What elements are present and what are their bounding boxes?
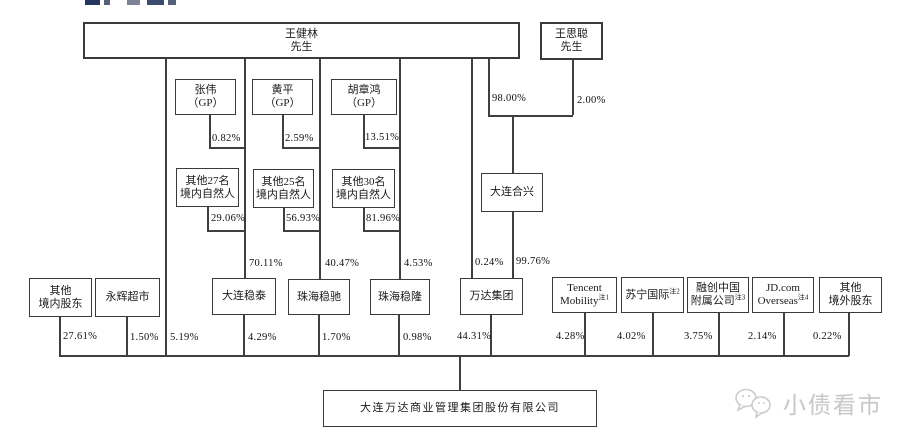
node-wang-sicong: 王思聪 先生 <box>540 22 603 60</box>
edge-lp27 <box>207 207 209 231</box>
edge-zhangwei <box>209 115 211 148</box>
node-dalian-hexing: 大连合兴 <box>481 173 543 212</box>
clipped-heading-fragment <box>104 0 110 5</box>
pct-wjl-hexing: 98.00% <box>492 93 527 104</box>
node-yonghui-superstores: 永辉超市 <box>95 278 160 317</box>
pct-wentai: 4.29% <box>248 332 277 343</box>
pct-suning: 4.02% <box>617 331 646 342</box>
pct-wjl-wanda: 0.24% <box>475 257 504 268</box>
node-zhuhai-wenchi: 珠海稳驰 <box>288 279 350 315</box>
footnote-marker: 注1 <box>598 293 610 302</box>
pct-wsc-hexing: 2.00% <box>577 95 606 106</box>
node-dalian-wanda-commercial-management: 大连万达商业管理集团股份有限公司 <box>323 390 597 427</box>
pct-lp30: 81.96% <box>366 213 401 224</box>
edge-huangping <box>282 115 284 148</box>
edge-huzhanghong <box>363 115 365 148</box>
pct-lp25: 56.93% <box>286 213 321 224</box>
pct-wjl-direct: 5.19% <box>170 332 199 343</box>
edge-other-foreign <box>848 313 850 356</box>
node-other-30-individuals: 其他30名 境内自然人 <box>332 169 395 208</box>
edge-target-drop <box>459 355 461 390</box>
edge-wjl-direct <box>165 59 167 356</box>
clipped-heading-fragment <box>127 0 140 5</box>
footnote-marker: 注4 <box>797 293 809 302</box>
pct-other-foreign: 0.22% <box>813 331 842 342</box>
edge-wsc-hexing <box>572 60 574 115</box>
pct-other-domestic: 27.61% <box>63 331 98 342</box>
node-tencent-mobility: Tencent Mobility注1 <box>552 277 617 313</box>
pct-yonghui: 1.50% <box>130 332 159 343</box>
node-zhuhai-wenlong: 珠海稳隆 <box>370 279 430 315</box>
edge-sunac <box>718 313 720 356</box>
watermark: 小债看市 <box>733 383 883 423</box>
node-wanda-group: 万达集团 <box>460 278 523 315</box>
node-other-domestic-shareholders: 其他 境内股东 <box>29 278 92 317</box>
pct-sunac: 3.75% <box>684 331 713 342</box>
node-dalian-wentai: 大连稳泰 <box>212 278 276 315</box>
edge-wjl-wanda <box>471 59 473 278</box>
clipped-heading-fragment <box>85 0 100 5</box>
edge-hexing-merge <box>488 115 573 117</box>
edge-wjl-wenlong <box>399 59 401 279</box>
edge-lp30 <box>363 208 365 231</box>
edge-wjl-wenchi <box>319 59 321 279</box>
pct-jd: 2.14% <box>748 331 777 342</box>
clipped-heading-fragment <box>147 0 164 5</box>
pct-wjl-wentai: 70.11% <box>249 258 283 269</box>
edge-shareholder-bus <box>59 355 849 357</box>
node-hu-zhanghong-gp: 胡章鸿 （GP） <box>331 79 397 115</box>
edge-yonghui <box>126 317 128 356</box>
edge-hexing-drop <box>512 115 514 173</box>
pct-wjl-wenchi: 40.47% <box>325 258 360 269</box>
edge-lp27 <box>207 230 245 232</box>
wechat-bubbles-icon <box>735 388 771 419</box>
watermark-text: 小债看市 <box>783 393 883 418</box>
edge-hexing-wanda <box>512 212 514 278</box>
pct-lp27: 29.06% <box>211 213 246 224</box>
pct-huangping: 2.59% <box>285 133 314 144</box>
pct-tencent: 4.28% <box>556 331 585 342</box>
pct-wanda: 44.31% <box>457 331 492 342</box>
node-other-25-individuals: 其他25名 境内自然人 <box>253 169 314 208</box>
edge-wjl-wentai <box>244 59 246 278</box>
node-sunac-china-subsidiary: 融创中国 附属公司注3 <box>687 277 749 313</box>
edge-other-domestic <box>59 317 61 356</box>
edge-wentai <box>243 315 245 356</box>
edge-suning <box>652 313 654 356</box>
edge-wanda <box>490 315 492 356</box>
footnote-marker: 注2 <box>669 286 680 295</box>
edge-lp30 <box>363 230 400 232</box>
edge-wenlong <box>398 315 400 356</box>
pct-wenchi: 1.70% <box>322 332 351 343</box>
pct-zhangwei: 0.82% <box>212 133 241 144</box>
edge-wenchi <box>318 315 320 356</box>
edge-huzhanghong <box>363 147 400 149</box>
edge-jd <box>783 313 785 356</box>
node-other-overseas-shareholders: 其他 境外股东 <box>819 277 882 313</box>
edge-lp25 <box>283 230 320 232</box>
node-wang-jianlin: 王健林 先生 <box>83 22 520 59</box>
footnote-marker: 注3 <box>734 293 746 302</box>
pct-wenlong: 0.98% <box>403 332 432 343</box>
node-zhang-wei-gp: 张伟 （GP） <box>175 79 236 115</box>
edge-tencent <box>584 313 586 356</box>
node-jd-overseas: JD.com Overseas注4 <box>752 277 814 313</box>
pct-huzhanghong: 13.51% <box>365 132 400 143</box>
edge-wjl-hexing <box>488 59 490 115</box>
pct-hexing-wanda: 99.76% <box>516 256 551 267</box>
clipped-heading-fragment <box>168 0 176 5</box>
node-huang-ping-gp: 黄平 （GP） <box>252 79 313 115</box>
node-other-27-individuals: 其他27名 境内自然人 <box>176 168 239 207</box>
edge-huangping <box>282 147 320 149</box>
pct-wjl-wenlong: 4.53% <box>404 258 433 269</box>
edge-zhangwei <box>209 147 245 149</box>
node-suning-international: 苏宁国际注2 <box>621 277 684 313</box>
edge-lp25 <box>283 208 285 231</box>
